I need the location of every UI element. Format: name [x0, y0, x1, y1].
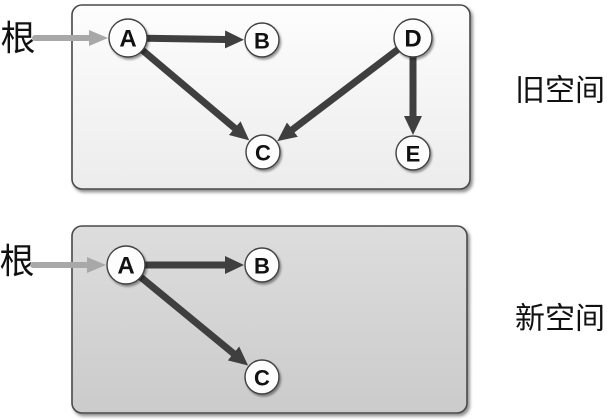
edge-A-B-old-space	[142, 30, 245, 49]
node-label: E	[406, 142, 421, 167]
node-label: B	[254, 254, 270, 279]
node-circle	[245, 134, 281, 170]
node-circle	[108, 18, 148, 58]
node-circle	[395, 135, 431, 171]
edge-A-C-new-space	[136, 272, 249, 366]
node-label: A	[119, 26, 136, 53]
old-space-box	[71, 4, 471, 190]
node-e-old-space: E	[395, 135, 431, 171]
node-circle	[244, 247, 280, 283]
node-a-new-space: A	[106, 245, 146, 285]
node-circle	[393, 18, 433, 58]
new-space-label: 新空间	[515, 303, 605, 336]
node-d-old-space: D	[393, 18, 433, 58]
node-circle	[244, 359, 280, 395]
node-circle	[106, 245, 146, 285]
old-space-graph: A B C D E	[32, 18, 433, 171]
node-label: B	[254, 29, 270, 54]
node-a-old-space: A	[108, 18, 148, 58]
new-root-label: 根	[0, 243, 35, 282]
node-b-new-space: B	[244, 247, 280, 283]
node-circle	[244, 22, 280, 58]
node-label: C	[254, 366, 270, 391]
node-c-new-space: C	[244, 359, 280, 395]
node-label: C	[255, 141, 271, 166]
old-root-label: 根	[0, 20, 35, 59]
new-space-graph: A B C	[30, 245, 280, 395]
edge-A-C-old-space	[138, 46, 250, 141]
old-space-label: 旧空间	[515, 75, 605, 108]
new-space-box	[71, 225, 468, 414]
node-label: D	[404, 26, 421, 53]
edge-D-C-old-space	[277, 45, 403, 142]
node-label: A	[117, 253, 134, 280]
node-c-old-space: C	[245, 134, 281, 170]
node-b-old-space: B	[244, 22, 280, 58]
